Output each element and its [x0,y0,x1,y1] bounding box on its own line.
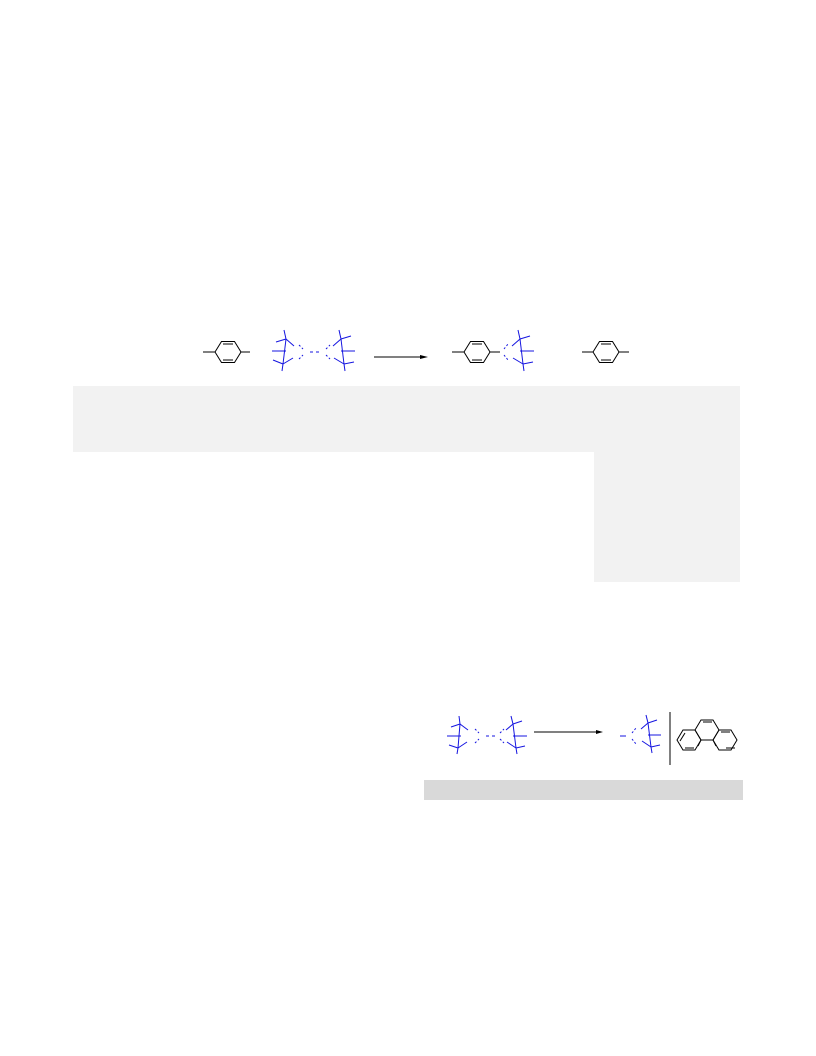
p-xylene-byproduct [582,341,629,363]
table-header-region [73,386,740,452]
reaction-arrow-2 [534,730,603,734]
diboron-reagent-2 [447,715,527,755]
table-side-column [594,452,740,582]
reaction-arrow-1 [374,355,428,359]
fused-aromatic-ligand [676,719,738,751]
reaction-scheme-1 [203,329,629,372]
p-xylene-reactant [203,341,250,363]
table-header-band [424,780,743,800]
diboron-reagent [272,329,355,372]
reaction-scheme-2 [447,712,738,765]
boryl-product-fragment [620,714,661,754]
arylboronate-product [452,329,534,372]
